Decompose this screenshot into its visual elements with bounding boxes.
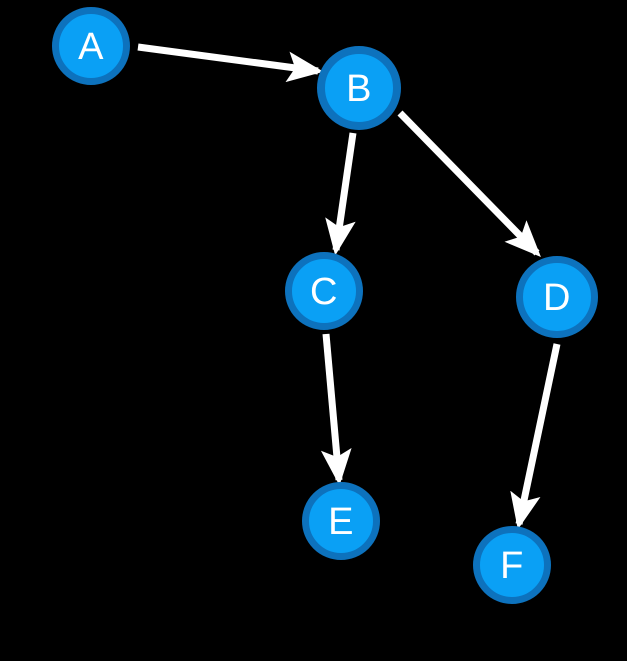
graph-node-e[interactable]: E xyxy=(302,482,380,560)
node-label-a: A xyxy=(78,26,104,68)
graph-edge-d-to-f[interactable] xyxy=(510,343,561,530)
node-label-b: B xyxy=(346,68,372,110)
graph-edge-a-to-b[interactable] xyxy=(137,43,324,83)
node-circle-f[interactable] xyxy=(473,526,551,604)
graph-node-a[interactable]: A xyxy=(52,7,130,85)
node-label-e: E xyxy=(328,501,354,543)
node-label-f: F xyxy=(500,545,524,587)
graph-edge-b-to-d[interactable] xyxy=(397,110,541,258)
nodes-layer: A B C D E F xyxy=(52,7,598,604)
node-label-d: D xyxy=(543,277,571,319)
node-circle-c[interactable] xyxy=(285,252,363,330)
edges-layer xyxy=(137,43,561,530)
graph-node-c[interactable]: C xyxy=(285,252,363,330)
graph-edge-c-to-e[interactable] xyxy=(320,333,352,486)
graph-node-d[interactable]: D xyxy=(516,256,598,338)
graph-node-f[interactable]: F xyxy=(473,526,551,604)
node-circle-e[interactable] xyxy=(302,482,380,560)
node-circle-a[interactable] xyxy=(52,7,130,85)
node-label-c: C xyxy=(310,271,338,313)
node-circle-d[interactable] xyxy=(516,256,598,338)
node-circle-b[interactable] xyxy=(317,46,401,130)
graph-node-b[interactable]: B xyxy=(317,46,401,130)
graph-edge-b-to-c[interactable] xyxy=(325,132,357,256)
